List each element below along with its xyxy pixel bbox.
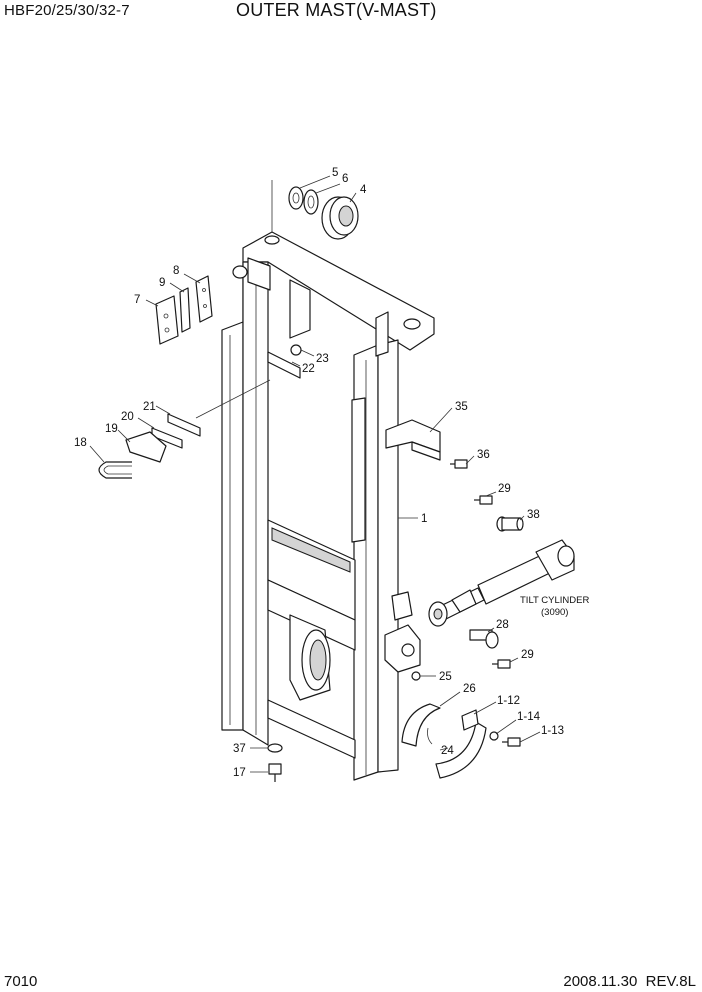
tilt-cylinder-ref: (3090): [541, 607, 568, 618]
revision-date: 2008.11.30 REV.8L: [563, 973, 696, 990]
callout: 5: [332, 167, 338, 179]
callout: 38: [527, 509, 540, 521]
cap-26: [401, 703, 441, 747]
callout: 7: [134, 294, 140, 306]
callout: 37: [233, 743, 246, 755]
pin-28: [469, 629, 499, 649]
callout: 29: [521, 649, 534, 661]
bolt-29-lower: [492, 659, 511, 669]
callout: 1-14: [517, 711, 541, 723]
shim-6: [303, 189, 319, 215]
pin-38: [496, 516, 524, 532]
plate-8: [195, 275, 213, 323]
callout: 24: [441, 745, 454, 757]
cap-24: [435, 721, 487, 779]
leader-lines: [89, 175, 541, 773]
callout: 22: [302, 363, 315, 375]
tilt-cylinder-label: TILT CYLINDER: [520, 595, 589, 606]
callout: 8: [173, 265, 179, 277]
callout: 26: [463, 683, 476, 695]
callout: 18: [74, 437, 87, 449]
plate-7: [155, 295, 179, 345]
shim-5: [288, 186, 304, 210]
bolt-1-13: [502, 737, 521, 747]
callout: 9: [159, 277, 165, 289]
callout: 17: [233, 767, 246, 779]
u-bolt-18: [98, 461, 132, 479]
callout: 28: [496, 619, 509, 631]
bearing-4: [321, 196, 359, 240]
page-number: 7010: [4, 973, 38, 990]
callout: 23: [316, 353, 329, 365]
callout: 4: [360, 184, 367, 196]
callout: 21: [143, 401, 156, 413]
page-title: OUTER MAST(V-MAST): [236, 0, 437, 20]
callout: 25: [439, 671, 452, 683]
callout: 36: [477, 449, 490, 461]
callout: 19: [105, 423, 118, 435]
callout: 1-12: [497, 695, 520, 707]
callout: 6: [342, 173, 348, 185]
callout: 29: [498, 483, 511, 495]
bolt-29-upper: [474, 495, 493, 505]
bracket-22: [267, 351, 301, 379]
callout: 20: [121, 411, 134, 423]
bolt-36: [450, 459, 468, 469]
plate-1-12: [461, 709, 479, 731]
model-number: HBF20/25/30/32-7: [4, 2, 130, 19]
bolt-17: [268, 763, 282, 782]
plate-21: [167, 413, 201, 437]
callout: 1: [421, 513, 427, 525]
nut-23: [290, 344, 302, 356]
tilt-cylinder: [428, 539, 575, 627]
callout: 35: [455, 401, 468, 413]
callout: 1-13: [541, 725, 564, 737]
grease-nipple-25: [411, 671, 421, 681]
clamp-19: [125, 431, 167, 463]
washer-37: [267, 743, 283, 753]
outer-mast-frame: [221, 231, 435, 781]
callout-labels: 5 6 4 8 9 7 23 22 21 20 19 18 35 36 29 3…: [74, 167, 564, 779]
shim-9: [179, 287, 191, 333]
